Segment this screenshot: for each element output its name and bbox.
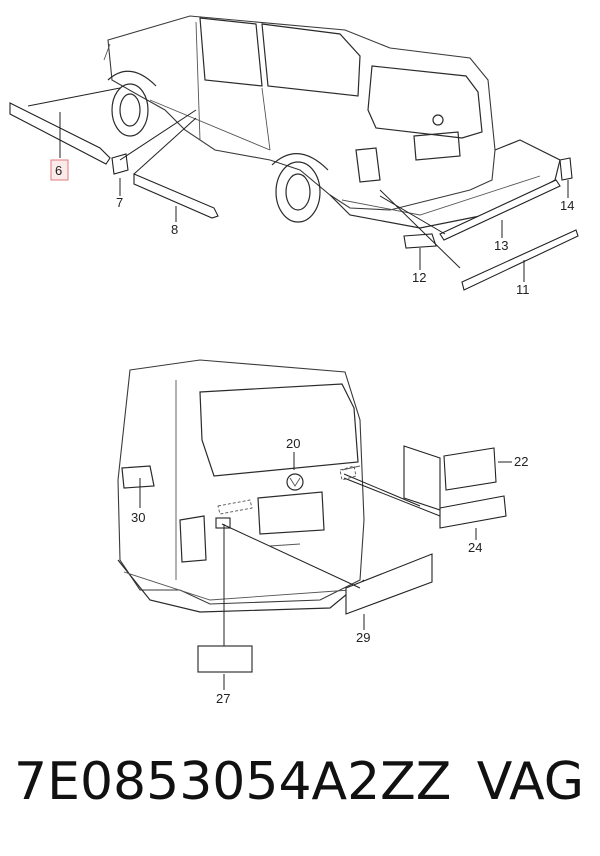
callout-29: 29 xyxy=(356,630,370,645)
piece-7 xyxy=(111,153,129,175)
part-number: 7E0853054A2ZZ xyxy=(14,752,452,812)
sticker-small-27 xyxy=(215,517,231,529)
callout-6: 6 xyxy=(55,163,62,178)
piece-14 xyxy=(559,157,573,181)
strip-13 xyxy=(439,179,561,241)
bottom-leaders xyxy=(139,452,512,690)
van-rear-view xyxy=(117,359,365,613)
strip-8 xyxy=(133,173,219,219)
sticker-22 xyxy=(443,447,497,491)
callout-6-highlight xyxy=(50,159,69,181)
top-strips xyxy=(9,102,579,291)
bottom-callouts: 20 22 24 30 29 27 xyxy=(131,436,528,706)
sticker-24 xyxy=(439,495,507,529)
callout-12: 12 xyxy=(412,270,426,285)
strip-11 xyxy=(461,229,579,291)
brand-label: VAG xyxy=(476,752,584,812)
sticker-29 xyxy=(345,553,433,615)
callout-8: 8 xyxy=(171,222,178,237)
sticker-27 xyxy=(197,645,253,673)
piece-12 xyxy=(403,233,437,249)
callout-14: 14 xyxy=(560,198,574,213)
callout-27: 27 xyxy=(216,691,230,706)
top-leaders xyxy=(27,87,569,282)
bottom-stickers xyxy=(197,445,507,673)
callout-11: 11 xyxy=(516,282,530,297)
callout-7: 7 xyxy=(116,195,123,210)
top-callouts: 6 7 8 14 13 12 11 xyxy=(55,163,574,297)
callout-30: 30 xyxy=(131,510,145,525)
callout-22: 22 xyxy=(514,454,528,469)
callout-13: 13 xyxy=(494,238,508,253)
callout-24: 24 xyxy=(468,540,482,555)
strip-22-24-outline xyxy=(403,445,441,511)
callout-20: 20 xyxy=(286,436,300,451)
